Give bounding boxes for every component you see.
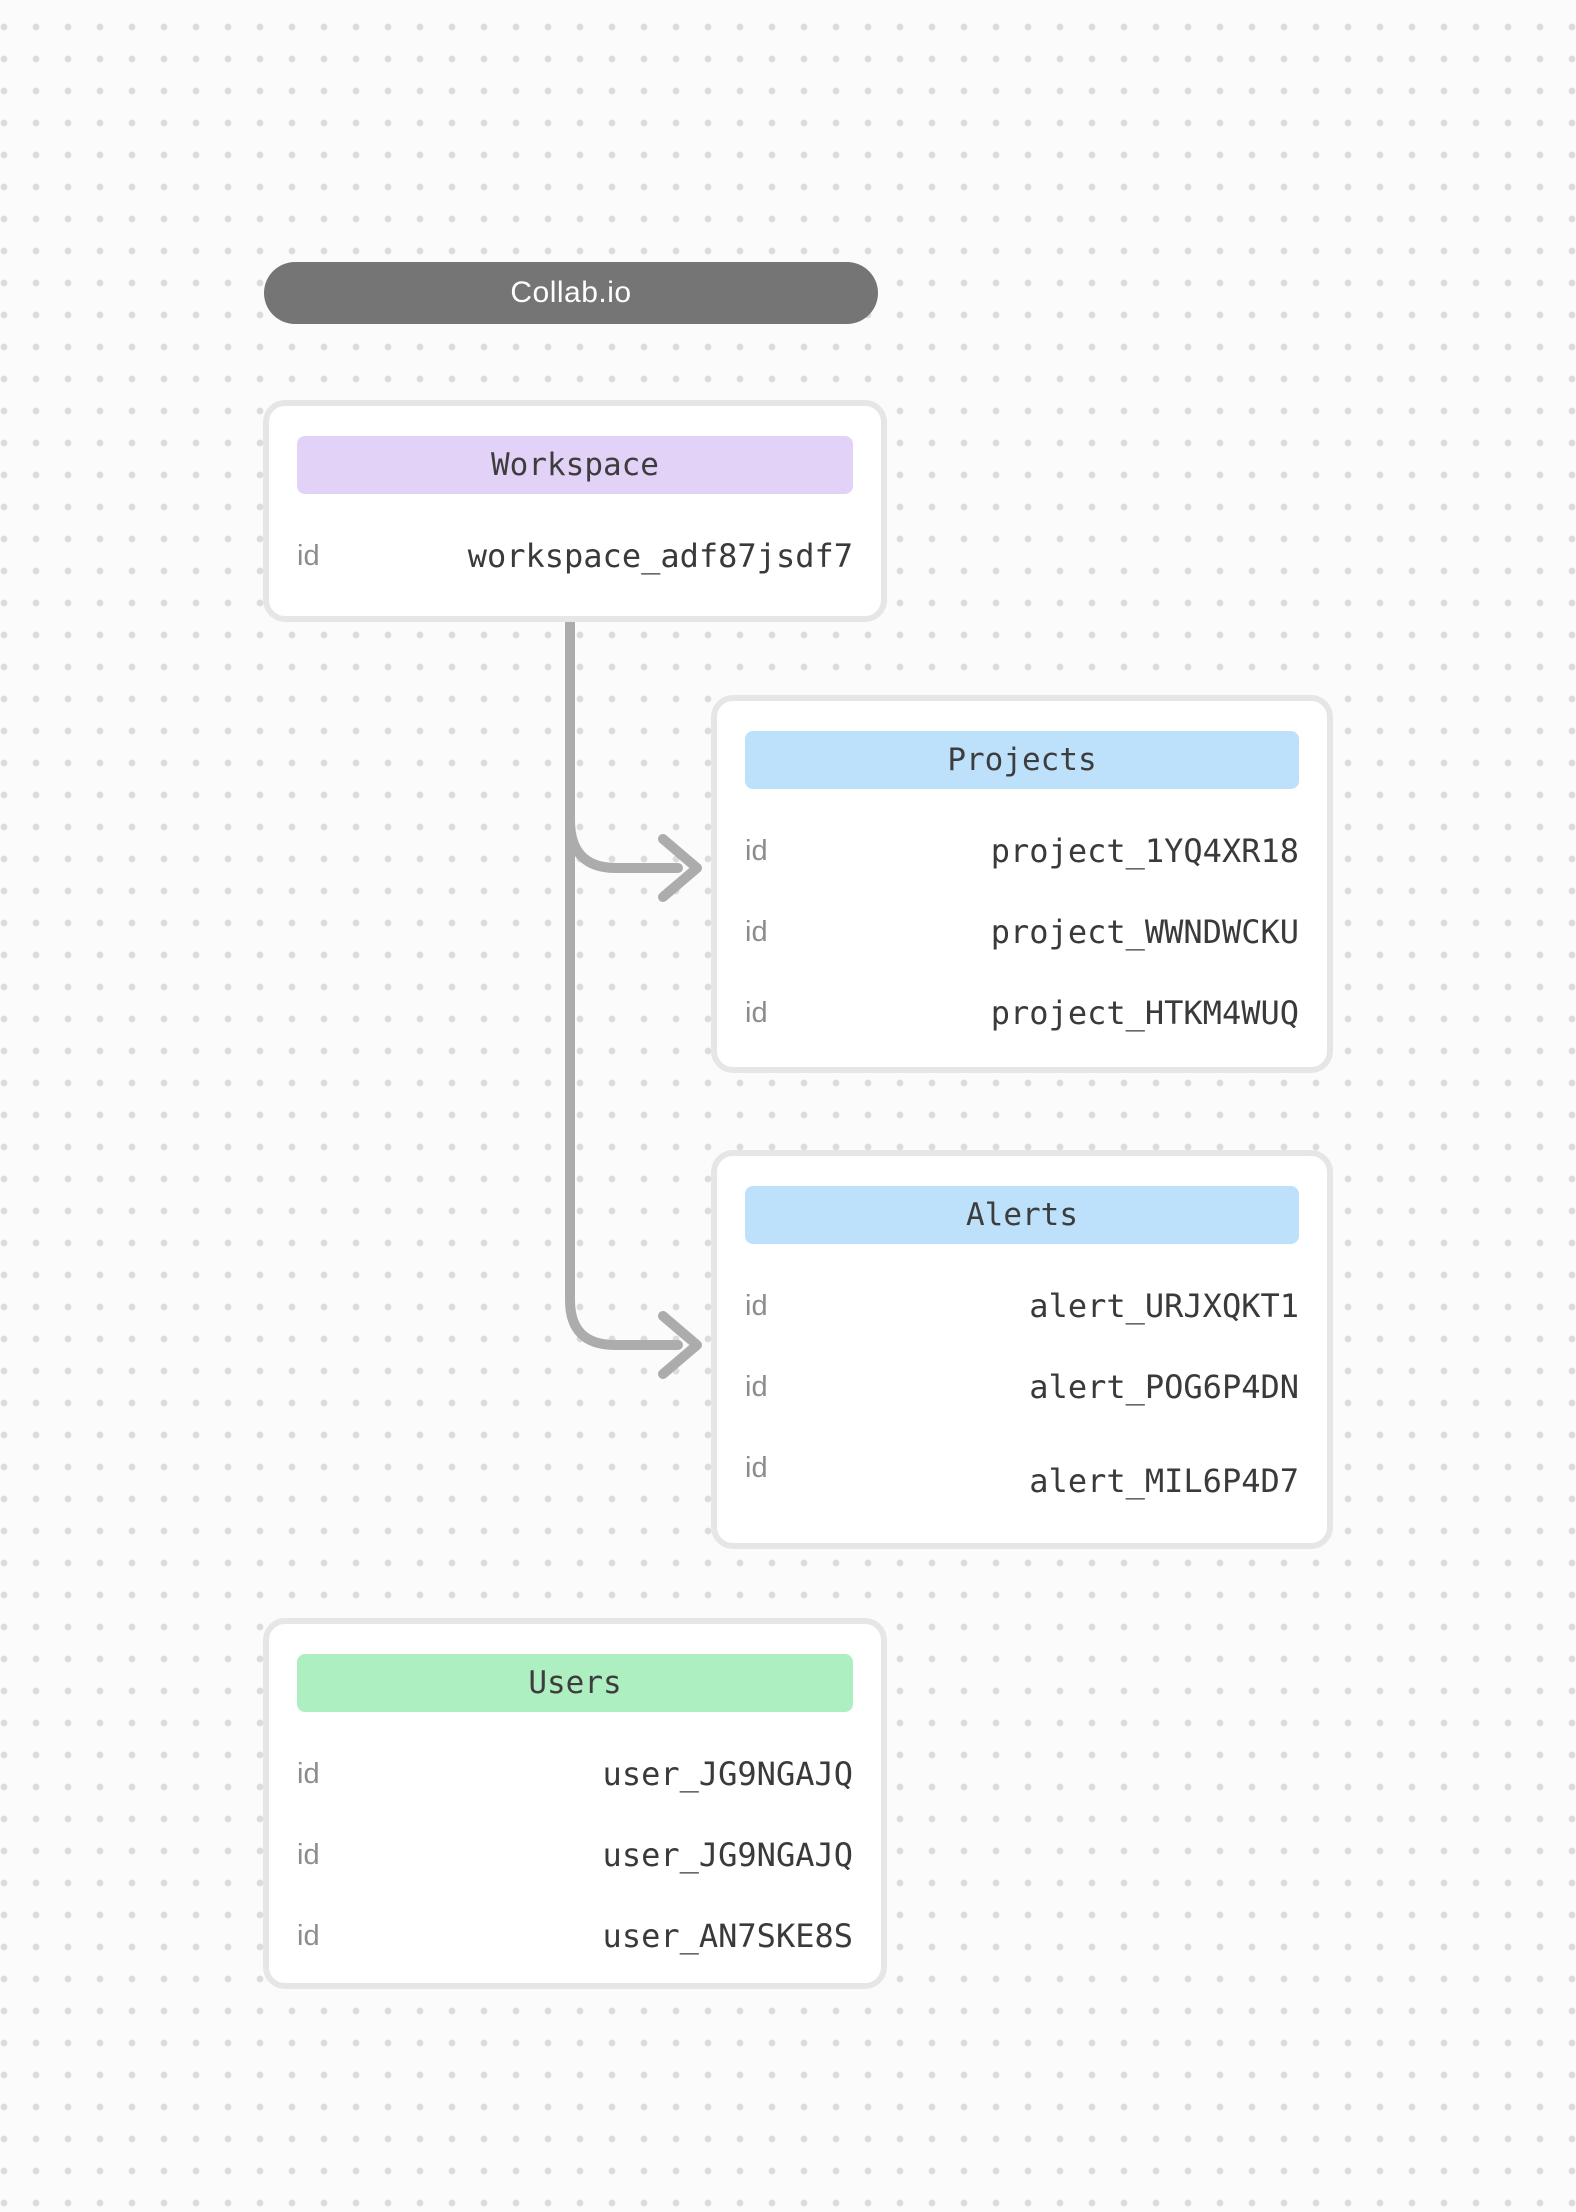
card-projects[interactable]: Projects id project_1YQ4XR18 id project_… — [711, 695, 1333, 1073]
diagram-title-pill[interactable]: Collab.io — [264, 262, 878, 324]
card-alerts-rows: id alert_URJXQKT1 id alert_POG6P4DN id a… — [717, 1278, 1327, 1501]
table-row: id user_JG9NGAJQ — [297, 1746, 853, 1802]
field-value: project_1YQ4XR18 — [990, 832, 1299, 870]
field-label: id — [745, 915, 768, 948]
table-row: id alert_MIL6P4D7 — [745, 1440, 1299, 1501]
table-row: id alert_POG6P4DN — [745, 1359, 1299, 1415]
field-value: alert_MIL6P4D7 — [1029, 1462, 1299, 1500]
card-workspace[interactable]: Workspace id workspace_adf87jsdf7 — [263, 400, 887, 622]
field-value: user_JG9NGAJQ — [602, 1755, 853, 1793]
connector-workspace-alerts — [565, 611, 683, 1350]
card-users[interactable]: Users id user_JG9NGAJQ id user_JG9NGAJQ … — [263, 1618, 887, 1989]
field-value: user_AN7SKE8S — [602, 1917, 853, 1955]
card-workspace-rows: id workspace_adf87jsdf7 — [269, 528, 881, 584]
field-value: workspace_adf87jsdf7 — [467, 537, 853, 575]
card-alerts-header: Alerts — [745, 1186, 1299, 1244]
field-label: id — [297, 1757, 320, 1790]
table-row: id project_HTKM4WUQ — [745, 985, 1299, 1041]
card-users-header: Users — [297, 1654, 853, 1712]
field-label: id — [297, 1919, 320, 1952]
table-row: id user_AN7SKE8S — [297, 1908, 853, 1964]
field-label: id — [297, 539, 320, 572]
field-value: project_HTKM4WUQ — [990, 994, 1299, 1032]
field-value: alert_URJXQKT1 — [1029, 1287, 1299, 1325]
connector-workspace-projects — [565, 815, 683, 873]
field-label: id — [745, 1370, 768, 1403]
arrowhead-projects-icon — [658, 834, 702, 902]
table-row: id alert_URJXQKT1 — [745, 1278, 1299, 1334]
field-value: alert_POG6P4DN — [1029, 1368, 1299, 1406]
field-label: id — [745, 996, 768, 1029]
card-alerts[interactable]: Alerts id alert_URJXQKT1 id alert_POG6P4… — [711, 1150, 1333, 1549]
field-label: id — [745, 1451, 768, 1484]
table-row: id project_1YQ4XR18 — [745, 823, 1299, 879]
field-label: id — [745, 1289, 768, 1322]
card-workspace-header: Workspace — [297, 436, 853, 494]
card-projects-rows: id project_1YQ4XR18 id project_WWNDWCKU … — [717, 823, 1327, 1041]
card-projects-header: Projects — [745, 731, 1299, 789]
diagram-title: Collab.io — [510, 276, 632, 309]
field-label: id — [745, 834, 768, 867]
field-value: project_WWNDWCKU — [990, 913, 1299, 951]
table-row: id workspace_adf87jsdf7 — [297, 528, 853, 584]
field-value: user_JG9NGAJQ — [602, 1836, 853, 1874]
table-row: id project_WWNDWCKU — [745, 904, 1299, 960]
table-row: id user_JG9NGAJQ — [297, 1827, 853, 1883]
card-users-rows: id user_JG9NGAJQ id user_JG9NGAJQ id use… — [269, 1746, 881, 1964]
arrowhead-alerts-icon — [658, 1311, 702, 1379]
field-label: id — [297, 1838, 320, 1871]
